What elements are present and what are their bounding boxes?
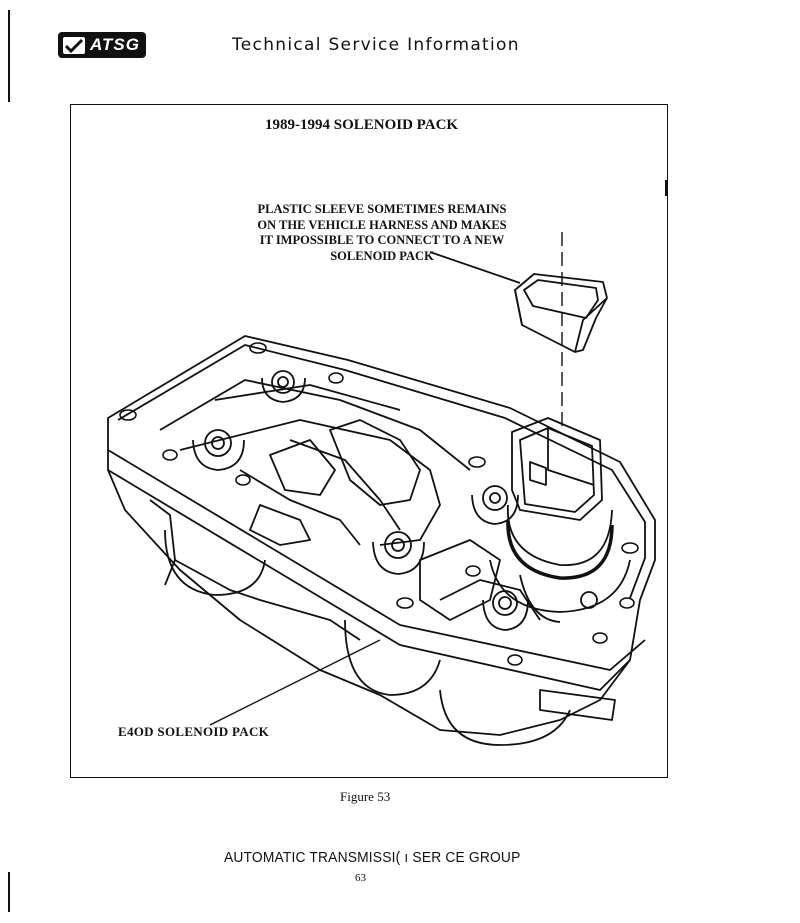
checkmark-icon bbox=[63, 36, 85, 54]
atsg-logo: ATSG bbox=[58, 32, 146, 58]
footer-organization: AUTOMATIC TRANSMISSI( ı SER CE GROUP bbox=[224, 849, 521, 866]
bolt-holes bbox=[119, 342, 639, 666]
frame-right-tick bbox=[665, 180, 667, 196]
callout-line: ON THE VEHICLE HARNESS AND MAKES bbox=[257, 217, 507, 232]
figure-title: 1989-1994 SOLENOID PACK bbox=[265, 117, 459, 133]
pack-body bbox=[107, 335, 656, 746]
part-label: E4OD SOLENOID PACK bbox=[118, 724, 270, 739]
page-number: 63 bbox=[355, 872, 366, 884]
electrical-connector bbox=[489, 417, 631, 623]
callout-line: SOLENOID PACK bbox=[330, 248, 434, 263]
scan-edge-bottom bbox=[8, 872, 10, 912]
sleeve-callout: PLASTIC SLEEVE SOMETIMES REMAINS ON THE … bbox=[227, 202, 537, 264]
callout-line: PLASTIC SLEEVE SOMETIMES REMAINS bbox=[257, 202, 507, 216]
callout-line: IT IMPOSSIBLE TO CONNECT TO A NEW bbox=[259, 233, 505, 247]
figure-frame bbox=[70, 104, 668, 778]
callout-leader-line bbox=[429, 251, 521, 284]
figure-caption: Figure 53 bbox=[340, 789, 391, 804]
part-label-leader-line bbox=[209, 639, 381, 726]
scan-edge-top bbox=[8, 10, 10, 102]
solenoid-caps bbox=[192, 370, 598, 631]
plastic-sleeve bbox=[514, 273, 608, 353]
page-header-title: Technical Service Information bbox=[232, 35, 520, 55]
logo-text: ATSG bbox=[90, 35, 140, 54]
